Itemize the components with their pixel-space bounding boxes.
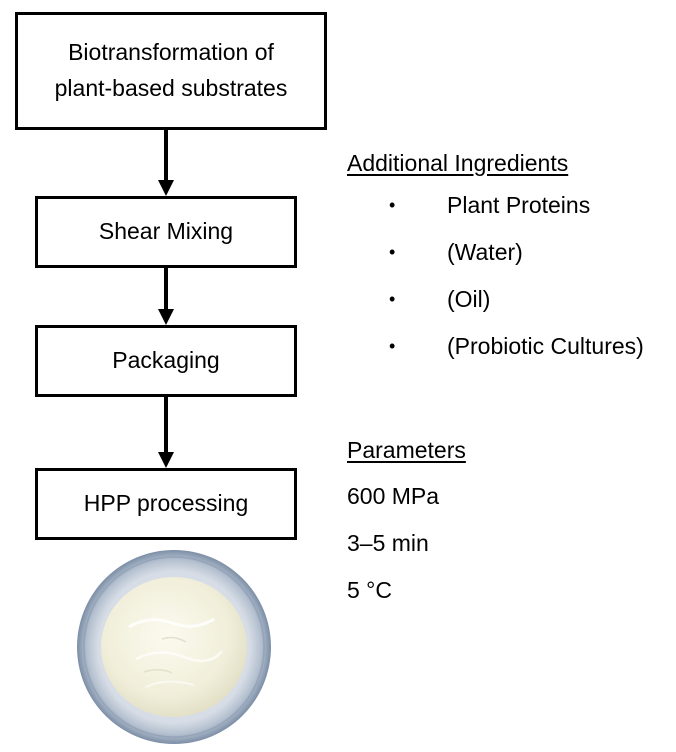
list-item: • (Probiotic Cultures) — [389, 333, 644, 380]
ingredient-label: (Oil) — [447, 286, 491, 312]
step-3-label: Packaging — [112, 347, 220, 374]
list-item: • (Oil) — [389, 286, 644, 333]
arrow-2 — [158, 268, 174, 325]
parameter-temperature: 5 °C — [347, 577, 392, 603]
parameters-heading: Parameters — [347, 437, 466, 463]
additional-ingredients-heading: Additional Ingredients — [347, 150, 569, 176]
additional-ingredients-list: • Plant Proteins • (Water) • (Oil) • (Probio… — [389, 192, 644, 380]
step-shear-mixing-box: Shear Mixing — [35, 196, 297, 268]
parameters-list: 600 MPa 3–5 min 5 °C — [347, 483, 439, 624]
arrow-1 — [158, 130, 174, 196]
step-biotransformation-box: Biotransformation of plant-based substra… — [15, 12, 327, 130]
step-4-label: HPP processing — [83, 490, 249, 517]
list-item: • Plant Proteins — [389, 192, 644, 239]
cream-surface — [101, 577, 247, 717]
step-1-line-1: Biotransformation of — [68, 39, 274, 66]
parameter-pressure: 600 MPa — [347, 483, 440, 509]
bullet-icon: • — [389, 289, 396, 309]
step-2-label: Shear Mixing — [98, 218, 234, 245]
ingredient-label: (Water) — [447, 239, 523, 265]
step-1-line-2: plant-based substrates — [54, 75, 288, 101]
step-hpp-processing-box: HPP processing — [35, 468, 297, 540]
arrow-3 — [158, 397, 174, 468]
ingredient-label: (Probiotic Cultures) — [447, 333, 644, 359]
ingredient-label: Plant Proteins — [447, 192, 591, 218]
bullet-icon: • — [389, 336, 396, 356]
parameter-time: 3–5 min — [347, 530, 429, 556]
bullet-icon: • — [389, 242, 396, 262]
step-packaging-box: Packaging — [35, 325, 297, 397]
list-item: • (Water) — [389, 239, 644, 286]
product-cup-photo — [77, 550, 271, 744]
bullet-icon: • — [389, 195, 396, 215]
